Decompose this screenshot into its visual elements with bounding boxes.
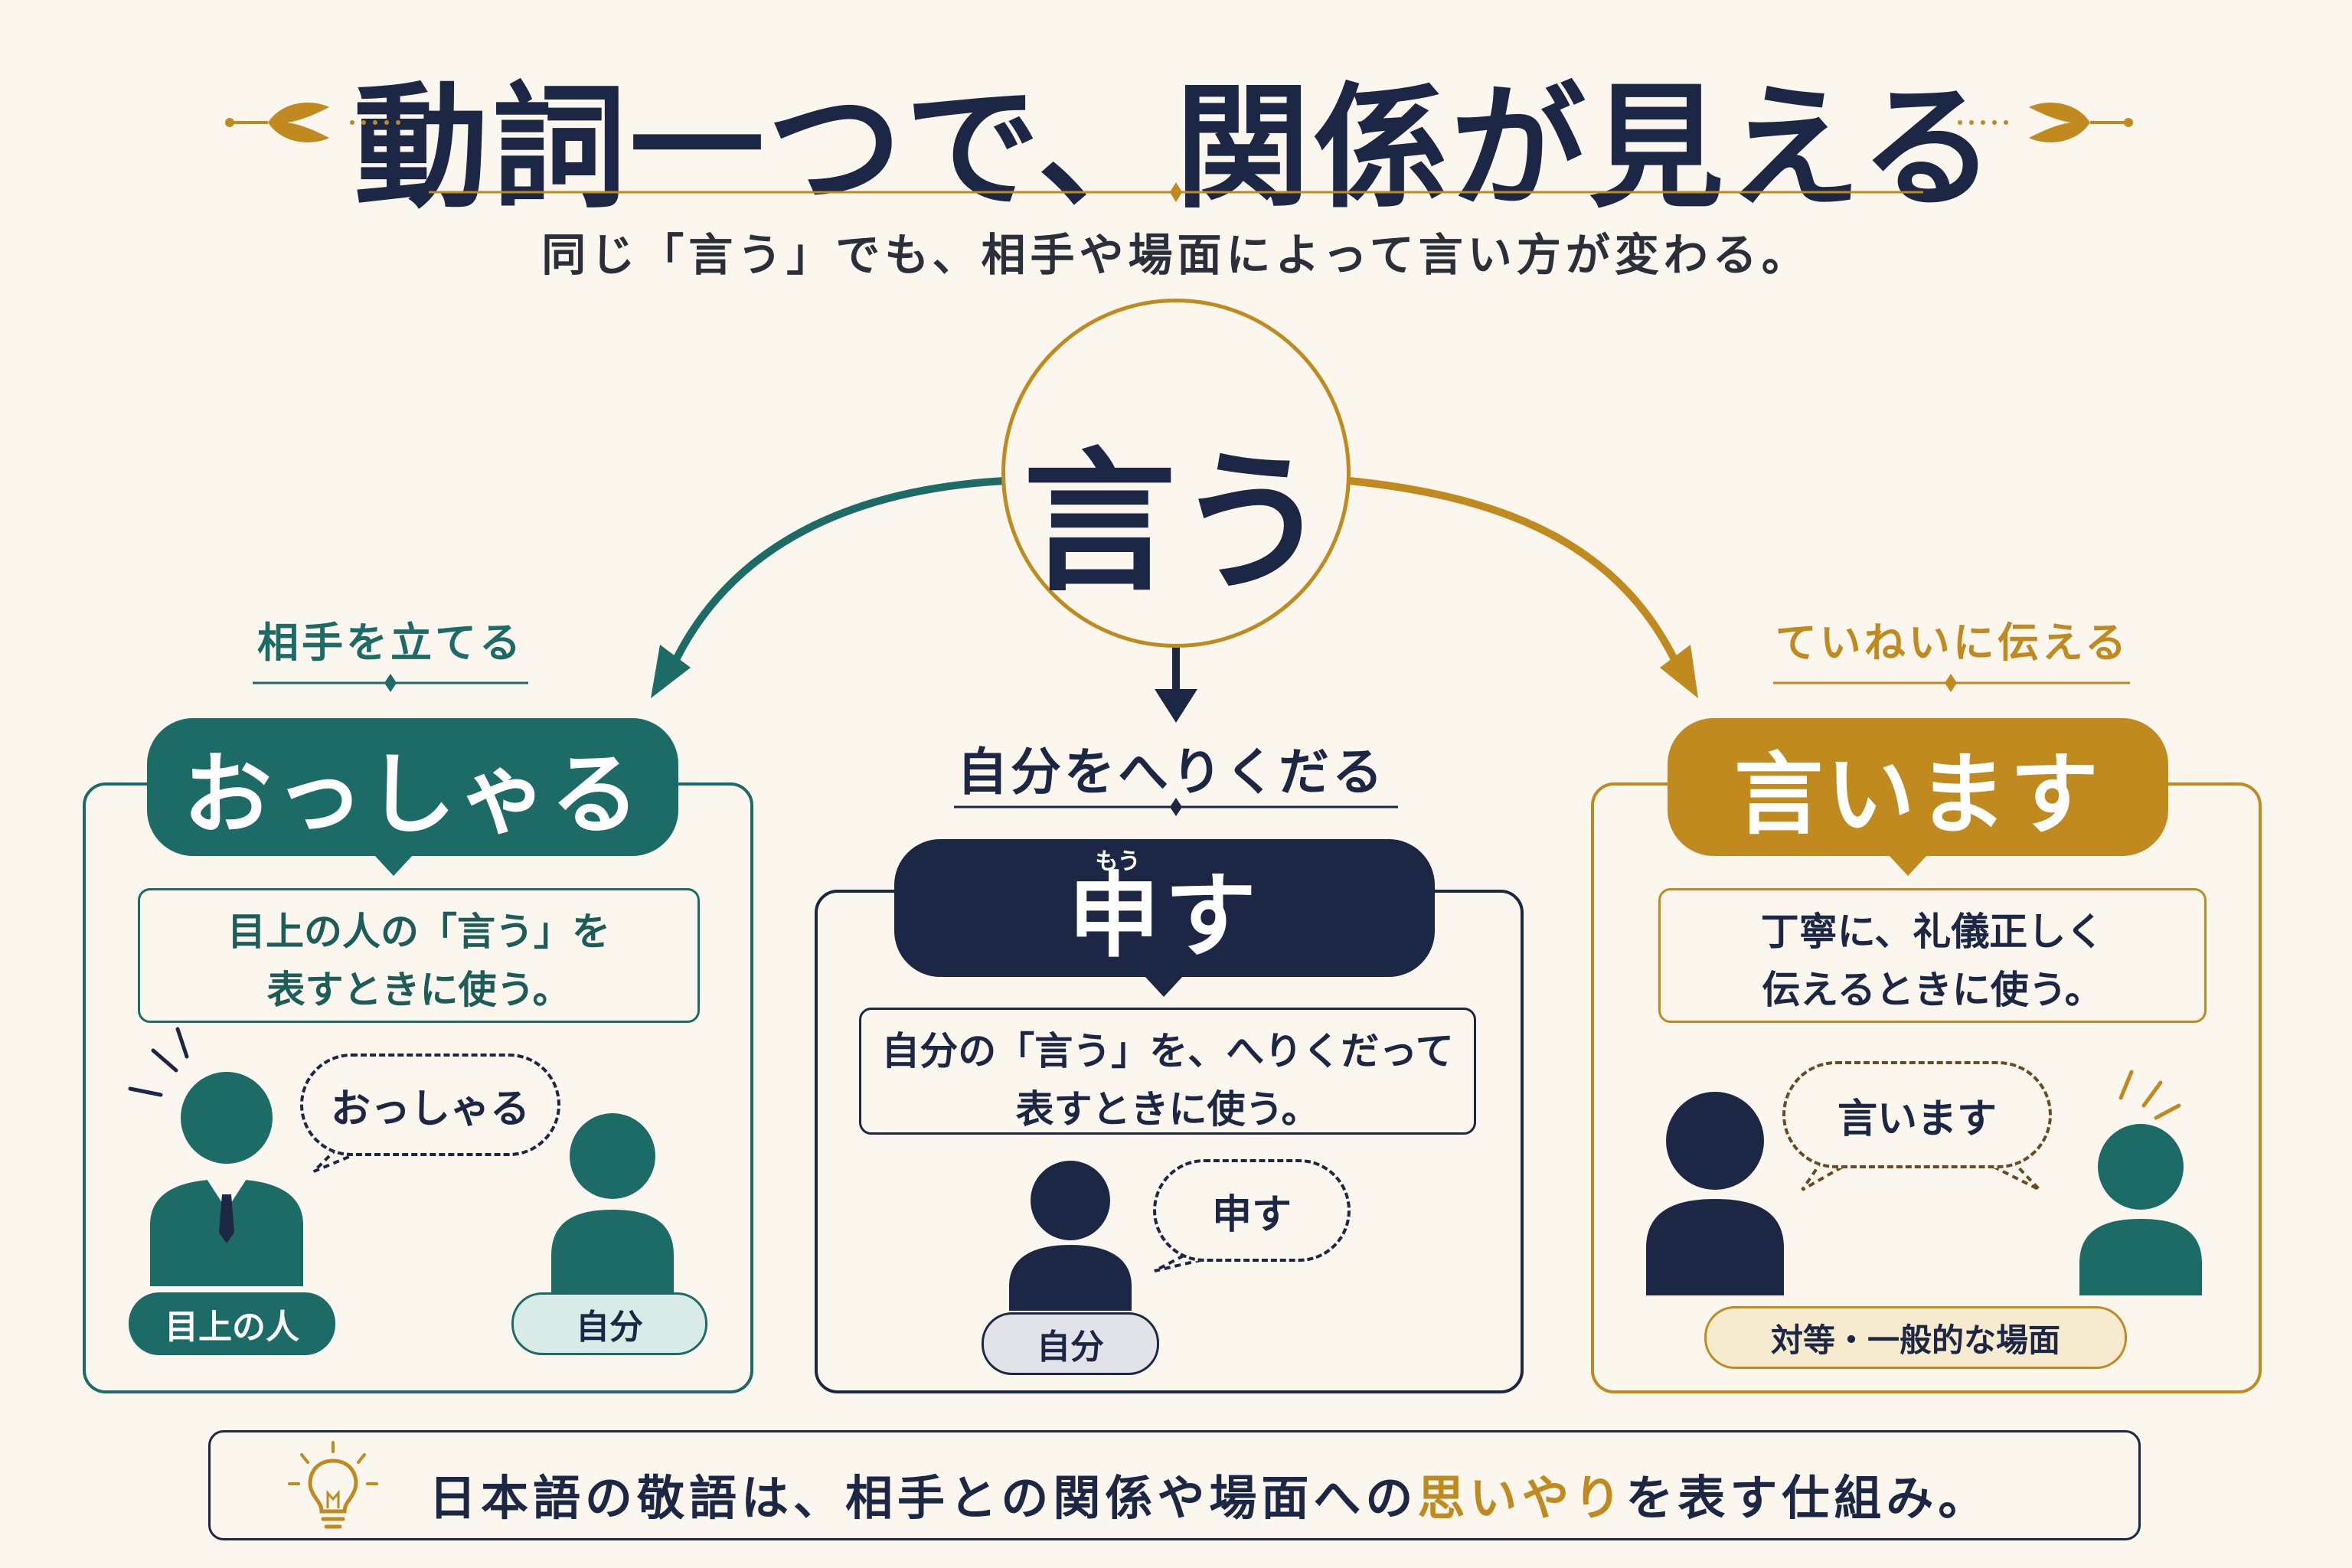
footer-message: 日本語の敬語は、相手との関係や場面への思いやりを表す仕組み。 xyxy=(429,1459,1990,1528)
description-line: 自分の「言う」を、へりくだって xyxy=(881,1029,1454,1073)
footer-box xyxy=(208,1430,2141,1540)
verb-pill-mousu: 申す xyxy=(894,839,1435,977)
center-verb: 言う xyxy=(1022,434,1329,612)
description-line: 表すときに使う。 xyxy=(266,968,571,1012)
page-title: 動詞一つで、関係が見える xyxy=(354,70,1998,227)
label-polite: ていねいに伝える xyxy=(1775,619,2130,667)
title-divider xyxy=(429,182,1923,202)
footer-text-before: 日本語の敬語は、相手との関係や場面への xyxy=(429,1470,1418,1526)
description-line: 丁寧に、礼儀正しく xyxy=(1760,910,2105,954)
emphasis-lines-icon xyxy=(128,1027,189,1097)
label-divider xyxy=(253,674,528,692)
description-polite: 丁寧に、礼儀正しく 伝えるときに使う。 xyxy=(1658,888,2207,1023)
lightbulb-icon xyxy=(288,1441,378,1529)
arrow-icon xyxy=(651,645,691,698)
description-respectful: 目上の人の「言う」を 表すときに使う。 xyxy=(138,888,700,1023)
person-icon xyxy=(2079,1070,2202,1295)
verb-pill-iimasu: 言います xyxy=(1668,718,2168,856)
subtitle: 同じ「言う」でも、相手や場面によって言い方が変わる。 xyxy=(541,229,1811,281)
tag-self: 自分 xyxy=(511,1292,707,1355)
person-icon xyxy=(551,1113,674,1294)
leaf-ornament-icon xyxy=(225,103,400,142)
footer-text-after: を表す仕組み。 xyxy=(1625,1470,1991,1526)
label-divider xyxy=(954,798,1398,816)
furigana: もう xyxy=(1095,848,1141,875)
arrow-icon xyxy=(1660,645,1698,698)
speech-bubble-mousu: 申す xyxy=(1153,1159,1351,1262)
description-line: 伝えるときに使う。 xyxy=(1762,968,2103,1012)
person-icon xyxy=(128,1027,303,1286)
description-line: 目上の人の「言う」を xyxy=(227,910,610,954)
tag-self: 自分 xyxy=(982,1312,1159,1375)
person-icon xyxy=(1009,1161,1132,1311)
pill-tail xyxy=(1144,975,1184,997)
label-humble: 自分をへりくだる xyxy=(957,743,1386,802)
description-line: 表すときに使う。 xyxy=(1015,1087,1320,1132)
center-node xyxy=(1001,299,1351,648)
pill-tail xyxy=(1888,854,1928,876)
description-humble: 自分の「言う」を、へりくだって 表すときに使う。 xyxy=(859,1008,1476,1135)
arrow-icon xyxy=(1155,689,1197,723)
tag-equal-scene: 対等・一般的な場面 xyxy=(1704,1306,2127,1369)
verb-pill-ossharu: おっしゃる xyxy=(147,718,678,856)
person-icon xyxy=(1646,1092,1784,1295)
label-divider xyxy=(1773,674,2130,692)
leaf-ornament-icon xyxy=(1958,103,2133,142)
speech-bubble-iimasu: 言います xyxy=(1782,1061,2052,1168)
label-respect: 相手を立てる xyxy=(257,619,524,667)
tag-superior: 目上の人 xyxy=(129,1292,335,1355)
speech-bubble-ossharu: おっしゃる xyxy=(300,1054,560,1156)
emphasis-lines-icon xyxy=(2118,1070,2181,1120)
footer-highlight: 思いやり xyxy=(1417,1470,1626,1526)
pill-tail xyxy=(374,854,413,876)
